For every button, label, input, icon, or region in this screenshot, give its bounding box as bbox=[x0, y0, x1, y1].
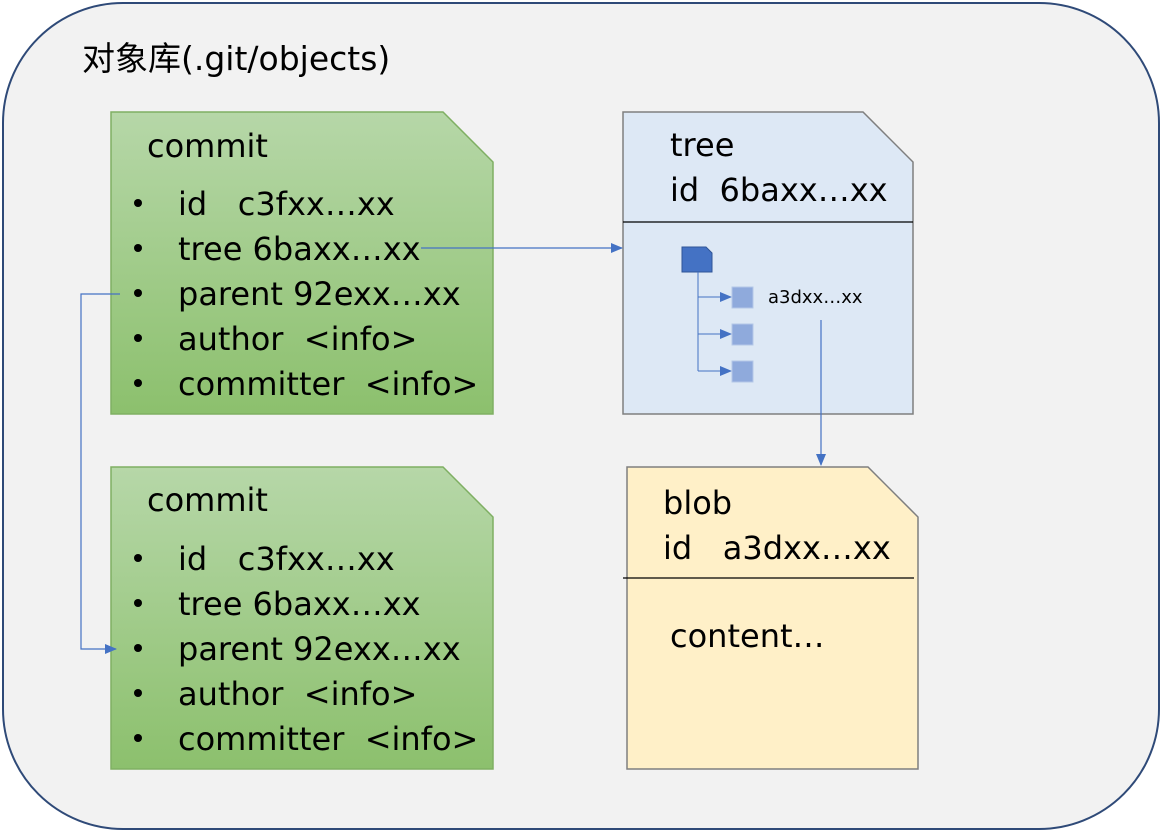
commit-object-2: commit id c3fxx…xx tree 6baxx…xx parent … bbox=[110, 466, 494, 770]
commit-2-field-committer: committer <info> bbox=[178, 720, 478, 758]
commit-2-bullet bbox=[134, 554, 142, 562]
commit-1-field-parent: parent 92exx…xx bbox=[178, 275, 461, 313]
commit-2-title: commit bbox=[147, 481, 268, 519]
commit-1-bullet bbox=[134, 244, 142, 252]
commit-1-bullet bbox=[134, 334, 142, 342]
tree-id: id 6baxx…xx bbox=[670, 171, 888, 209]
commit-1-bullet bbox=[134, 289, 142, 297]
file-icon bbox=[731, 360, 754, 383]
tree-title: tree bbox=[670, 126, 734, 164]
commit-2-bullet bbox=[134, 599, 142, 607]
commit-1-bullet bbox=[134, 199, 142, 207]
commit-1-field-author: author <info> bbox=[178, 320, 417, 358]
blob-document-shape bbox=[626, 466, 919, 770]
commit-2-document-shape bbox=[110, 466, 494, 770]
commit-2-field-tree: tree 6baxx…xx bbox=[178, 585, 421, 623]
commit-1-field-tree: tree 6baxx…xx bbox=[178, 230, 421, 268]
commit-object-1: commit id c3fxx…xx tree 6baxx…xx parent … bbox=[110, 111, 494, 415]
container-title: 对象库(.git/objects) bbox=[82, 39, 390, 78]
commit-2-field-id: id c3fxx…xx bbox=[178, 540, 395, 578]
blob-content: content… bbox=[670, 617, 825, 655]
commit-2-field-author: author <info> bbox=[178, 675, 417, 713]
commit-1-field-committer: committer <info> bbox=[178, 365, 478, 403]
commit-1-document-shape bbox=[110, 111, 494, 415]
tree-entry-label: a3dxx…xx bbox=[768, 287, 863, 308]
commit-2-field-parent: parent 92exx…xx bbox=[178, 630, 461, 668]
commit-2-bullet bbox=[134, 734, 142, 742]
blob-object: blob id a3dxx…xx content… bbox=[623, 466, 919, 770]
commit-1-bullet bbox=[134, 379, 142, 387]
file-icon bbox=[731, 323, 754, 346]
commit-parent-arrow bbox=[80, 293, 120, 654]
blob-title: blob bbox=[663, 484, 732, 522]
commit-1-field-id: id c3fxx…xx bbox=[178, 185, 395, 223]
commit-2-bullet bbox=[134, 689, 142, 697]
tree-object: tree id 6baxx…xx a3dxx…xx bbox=[622, 111, 914, 415]
folder-icon bbox=[681, 246, 713, 273]
blob-id: id a3dxx…xx bbox=[663, 529, 891, 567]
commit-2-bullet bbox=[134, 644, 142, 652]
file-icon bbox=[731, 286, 754, 309]
tree-document-shape bbox=[622, 111, 914, 415]
commit-1-title: commit bbox=[147, 127, 268, 165]
